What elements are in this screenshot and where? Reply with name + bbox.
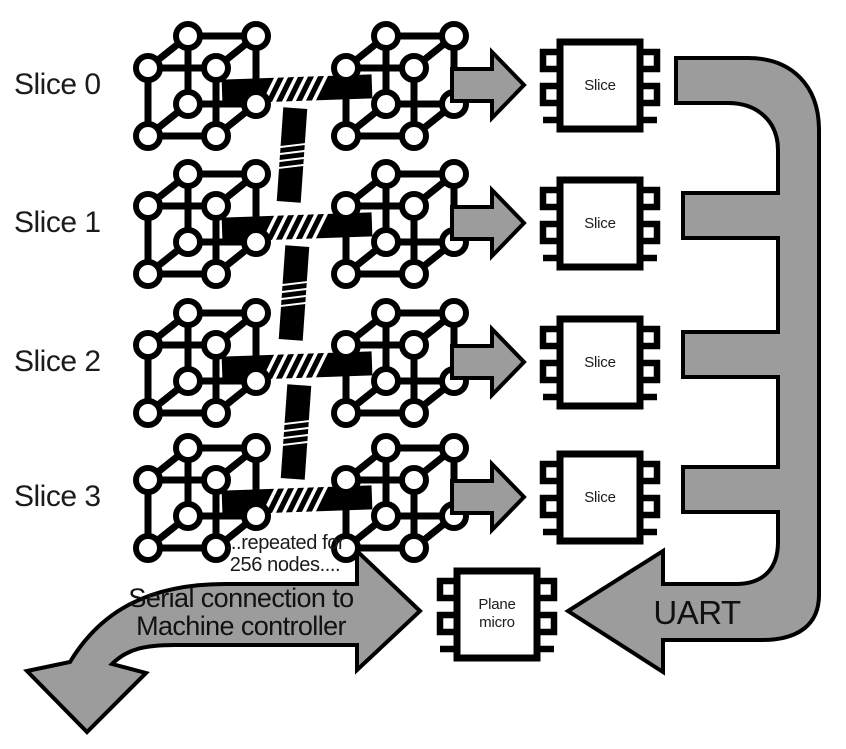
inter-slice-link-bar xyxy=(278,383,314,481)
slice-label: Slice 0 xyxy=(14,68,101,101)
inter-slice-link-bar xyxy=(274,106,310,204)
slice-label: Slice 3 xyxy=(14,480,101,513)
repeat-note-line1: ...repeated for xyxy=(225,532,345,554)
serial-connection-label-line1: Serial connection to xyxy=(128,583,354,613)
slice-label: Slice 2 xyxy=(14,345,101,378)
plane-micro-label-line1: Plane xyxy=(478,596,516,613)
plane-micro-label-line2: micro xyxy=(479,614,515,631)
inter-slice-link-bar xyxy=(276,244,312,342)
slice-label: Slice 1 xyxy=(14,206,101,239)
repeat-note: ...repeated for 256 nodes.... xyxy=(195,532,375,576)
uart-label: UART xyxy=(653,594,741,631)
chip-label: Slice xyxy=(584,489,616,506)
plane-micro-label: Plane micro xyxy=(447,596,547,632)
chip-label: Slice xyxy=(584,354,616,371)
chip-label: Slice xyxy=(584,215,616,232)
repeat-note-line2: 256 nodes.... xyxy=(229,554,341,576)
serial-connection-label: Serial connection to Machine controller xyxy=(116,584,366,640)
serial-connection-label-line2: Machine controller xyxy=(136,611,346,641)
serial-connection-arrow xyxy=(23,546,423,735)
chip-label: Slice xyxy=(584,77,616,94)
uart-bus-arrow xyxy=(564,56,821,676)
